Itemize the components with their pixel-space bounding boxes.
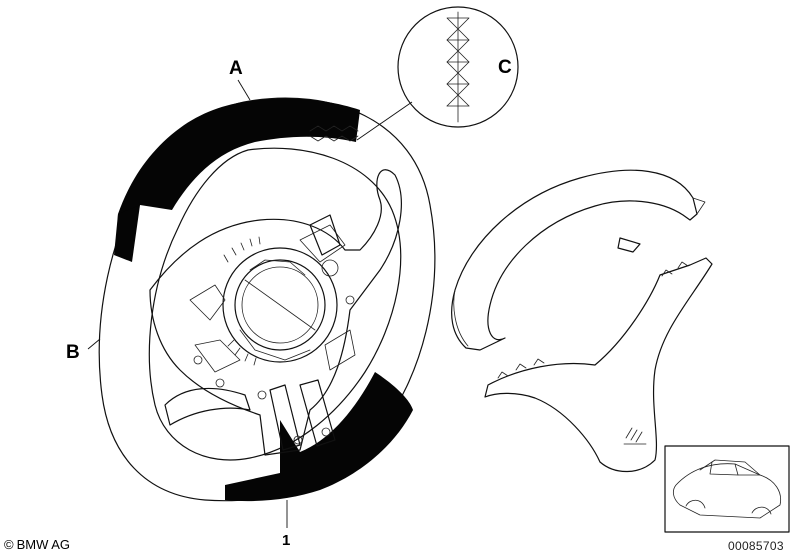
- part-number-1: 1: [282, 532, 290, 549]
- leader-b: [87, 338, 101, 350]
- callout-c: C: [498, 57, 512, 78]
- copyright-notice: © BMW AG: [4, 537, 70, 552]
- diagram-id: 00085703: [728, 539, 784, 553]
- steering-wheel-hub[interactable]: [149, 169, 402, 456]
- detail-c-stitch-closeup: [397, 6, 519, 128]
- car-thumbnail[interactable]: [664, 445, 790, 533]
- leader-lines: [87, 79, 413, 528]
- leader-c: [356, 101, 413, 141]
- copyright-text: BMW AG: [16, 537, 71, 552]
- rim-stitch-pattern: [309, 125, 359, 142]
- leader-a: [237, 79, 251, 101]
- callout-b: B: [66, 342, 80, 363]
- steering-wheel-trim-cover[interactable]: [451, 169, 713, 473]
- rim-black-lower-segment: [225, 372, 413, 502]
- callout-a: A: [229, 58, 243, 79]
- rim-black-upper-segment: [114, 98, 360, 262]
- copyright-symbol: ©: [4, 537, 14, 552]
